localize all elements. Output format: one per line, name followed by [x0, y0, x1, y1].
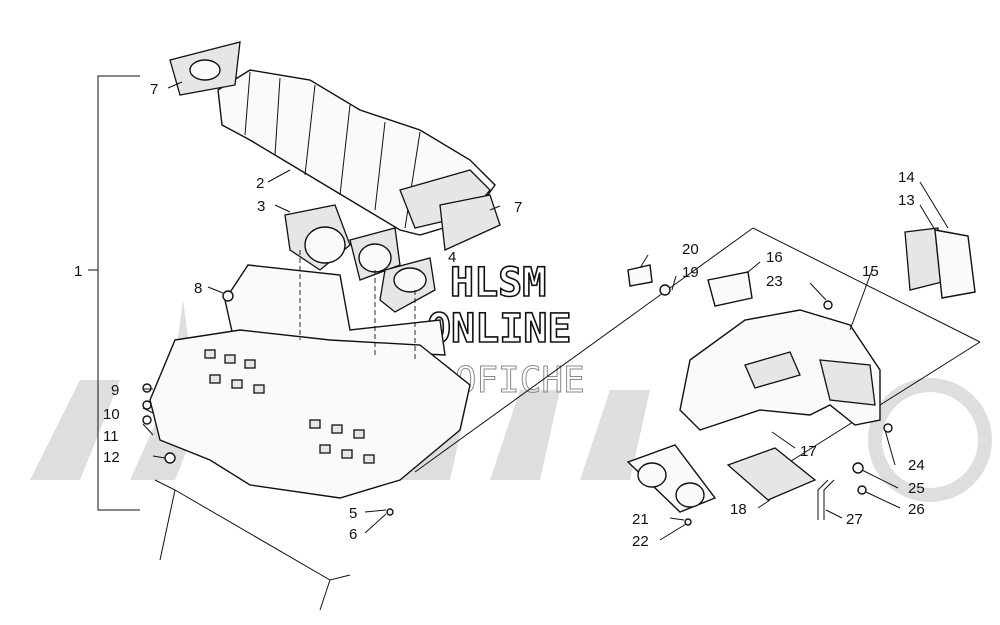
gasket-top-hole [189, 59, 221, 81]
assembly-bracket [88, 75, 140, 511]
screw-23 [823, 300, 833, 310]
frame-rail [154, 479, 351, 611]
callout-5: 5 [349, 505, 357, 522]
intake-flange [626, 444, 717, 513]
callout-14: 14 [898, 169, 915, 186]
callout-6: 6 [349, 526, 357, 543]
callout-11: 11 [103, 428, 119, 445]
grommet-25 [852, 462, 864, 474]
callout-17: 17 [800, 443, 817, 460]
washer-10 [142, 400, 152, 410]
watermark-line2: ONLINE [427, 306, 572, 352]
callout-13: 13 [898, 192, 915, 209]
callout-21: 21 [632, 511, 649, 528]
intake-boot-3 [284, 204, 401, 281]
callout-9: 9 [111, 382, 119, 399]
callout-24: 24 [908, 457, 925, 474]
callout-2: 2 [256, 175, 264, 192]
pad-18 [726, 447, 817, 501]
airbox-housing [679, 309, 881, 431]
callout-20: 20 [682, 241, 699, 258]
base-tray [149, 264, 471, 499]
callout-4: 4 [448, 249, 456, 266]
rivet-6 [386, 508, 394, 516]
seal-16 [707, 271, 753, 307]
callout-16: 16 [766, 249, 783, 266]
watermark-line1: HLSM [450, 260, 546, 306]
callout-26: 26 [908, 501, 925, 518]
callout-22: 22 [632, 533, 649, 550]
grommet-12 [164, 452, 176, 464]
callout-27: 27 [846, 511, 863, 528]
callout-25: 25 [908, 480, 925, 497]
callout-7-top: 7 [150, 81, 158, 98]
callout-15: 15 [862, 263, 879, 280]
screw-24 [883, 423, 893, 433]
screw-9 [142, 383, 152, 393]
cap-19 [659, 284, 671, 296]
callout-19: 19 [682, 264, 699, 281]
callout-23: 23 [766, 273, 783, 290]
nut-11 [142, 415, 152, 425]
callout-7-right: 7 [514, 199, 522, 216]
screw-22 [684, 518, 692, 526]
gasket-right [439, 194, 501, 251]
leader-lines [142, 81, 949, 541]
filter-14 [934, 229, 976, 299]
hose-27 [817, 479, 835, 520]
intake-boot-4 [379, 257, 436, 313]
clamp-26 [857, 485, 867, 495]
callout-10: 10 [103, 406, 120, 423]
callout-18: 18 [730, 501, 747, 518]
callout-1: 1 [74, 263, 82, 280]
callout-3: 3 [257, 198, 265, 215]
callout-12: 12 [103, 449, 120, 466]
callout-8: 8 [194, 280, 202, 297]
elbow-20 [627, 264, 653, 287]
screw-8 [222, 290, 234, 302]
